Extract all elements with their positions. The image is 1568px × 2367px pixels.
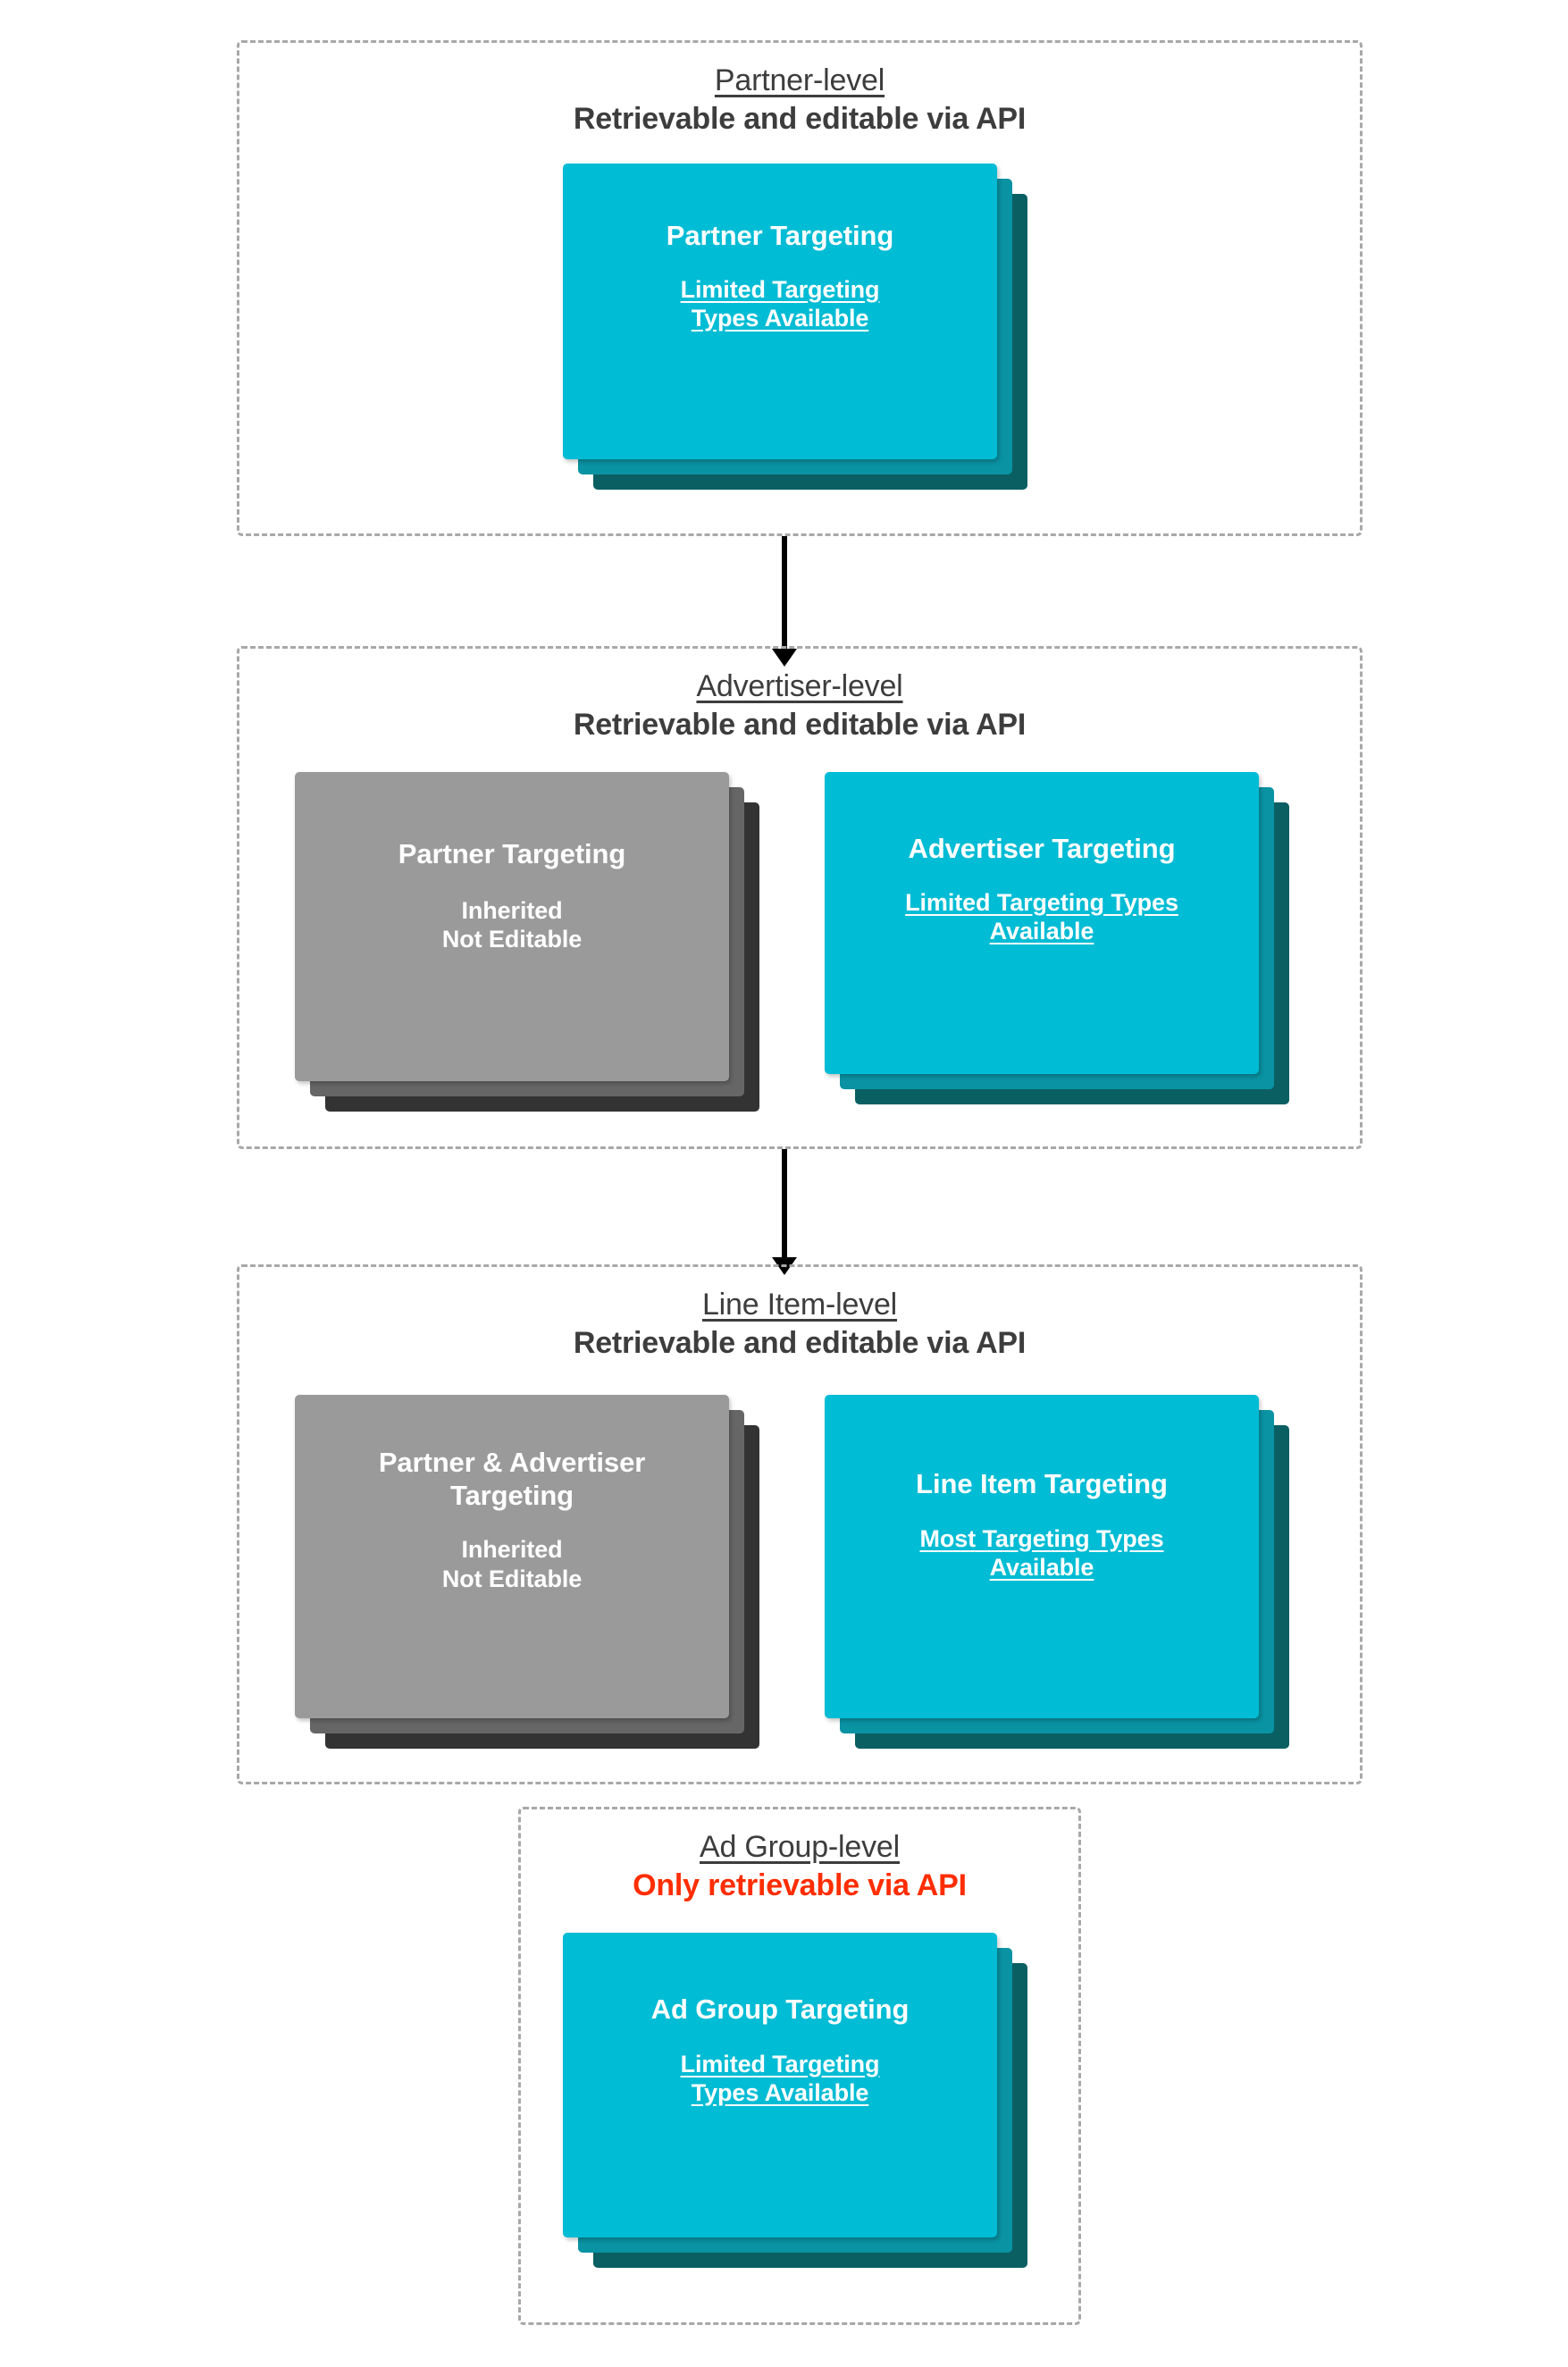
level-title-partner: Partner-level xyxy=(714,63,885,97)
level-api-note-lineitem: Retrievable and editable via API xyxy=(573,1326,1027,1361)
level-box-partner: Partner-level Retrievable and editable v… xyxy=(237,40,1363,536)
card-title: Partner Targeting xyxy=(666,220,894,251)
card-title: Partner Targeting xyxy=(398,838,626,869)
level-box-advertiser: Advertiser-level Retrievable and editabl… xyxy=(237,646,1363,1149)
card-stack-lineitem-inherited[interactable]: Partner & Advertiser Targeting Inherited… xyxy=(295,1395,759,1749)
card-title: Partner & Advertiser Targeting xyxy=(378,1447,646,1511)
arrow-shaft xyxy=(782,536,787,651)
level-api-note-advertiser: Retrievable and editable via API xyxy=(573,708,1027,743)
card-title: Line Item Targeting xyxy=(916,1468,1168,1499)
level-header-advertiser: Advertiser-level Retrievable and editabl… xyxy=(239,668,1360,743)
arrow-shaft xyxy=(782,1149,787,1259)
card-layer-front[interactable]: Advertiser Targeting Limited Targeting T… xyxy=(825,772,1259,1074)
level-box-adgroup: Ad Group-level Only retrievable via API … xyxy=(518,1807,1081,2325)
card-layer-front[interactable]: Line Item Targeting Most Targeting Types… xyxy=(825,1395,1259,1718)
arrow-head xyxy=(772,649,797,667)
card-stack-lineitem-targeting[interactable]: Line Item Targeting Most Targeting Types… xyxy=(825,1395,1289,1749)
level-header-adgroup: Ad Group-level Only retrievable via API xyxy=(521,1829,1078,1903)
card-subtitle: Most Targeting Types Available xyxy=(919,1524,1164,1581)
card-title: Advertiser Targeting xyxy=(908,833,1176,864)
card-subtitle: Limited Targeting Types Available xyxy=(905,888,1178,944)
level-api-note-adgroup: Only retrievable via API xyxy=(633,1868,967,1903)
card-stack-adgroup-targeting[interactable]: Ad Group Targeting Limited Targeting Typ… xyxy=(563,1933,1027,2268)
card-subtitle: Inherited Not Editable xyxy=(441,1536,583,1592)
level-title-adgroup: Ad Group-level xyxy=(700,1830,900,1864)
card-subtitle: Limited Targeting Types Available xyxy=(680,2050,880,2106)
card-title: Ad Group Targeting xyxy=(650,1993,910,2025)
card-layer-front[interactable]: Partner Targeting Inherited Not Editable xyxy=(295,772,729,1081)
card-subtitle: Limited Targeting Types Available xyxy=(680,275,880,332)
level-title-advertiser: Advertiser-level xyxy=(696,669,903,703)
level-header-partner: Partner-level Retrievable and editable v… xyxy=(239,63,1360,137)
level-header-lineitem: Line Item-level Retrievable and editable… xyxy=(239,1287,1360,1361)
level-api-note-partner: Retrievable and editable via API xyxy=(573,102,1027,137)
card-subtitle: Inherited Not Editable xyxy=(441,896,583,953)
connector-arrow-partner-to-advertiser xyxy=(767,536,802,667)
card-stack-partner-targeting[interactable]: Partner Targeting Limited Targeting Type… xyxy=(563,164,1027,490)
connector-arrow-advertiser-to-lineitem xyxy=(767,1149,802,1275)
level-box-lineitem: Line Item-level Retrievable and editable… xyxy=(237,1264,1363,1784)
level-title-lineitem: Line Item-level xyxy=(701,1288,898,1322)
card-layer-front[interactable]: Ad Group Targeting Limited Targeting Typ… xyxy=(563,1933,997,2237)
card-stack-advertiser-targeting[interactable]: Advertiser Targeting Limited Targeting T… xyxy=(825,772,1289,1104)
card-layer-front[interactable]: Partner Targeting Limited Targeting Type… xyxy=(563,164,997,459)
card-layer-front[interactable]: Partner & Advertiser Targeting Inherited… xyxy=(295,1395,729,1718)
card-stack-advertiser-inherited[interactable]: Partner Targeting Inherited Not Editable xyxy=(295,772,759,1112)
